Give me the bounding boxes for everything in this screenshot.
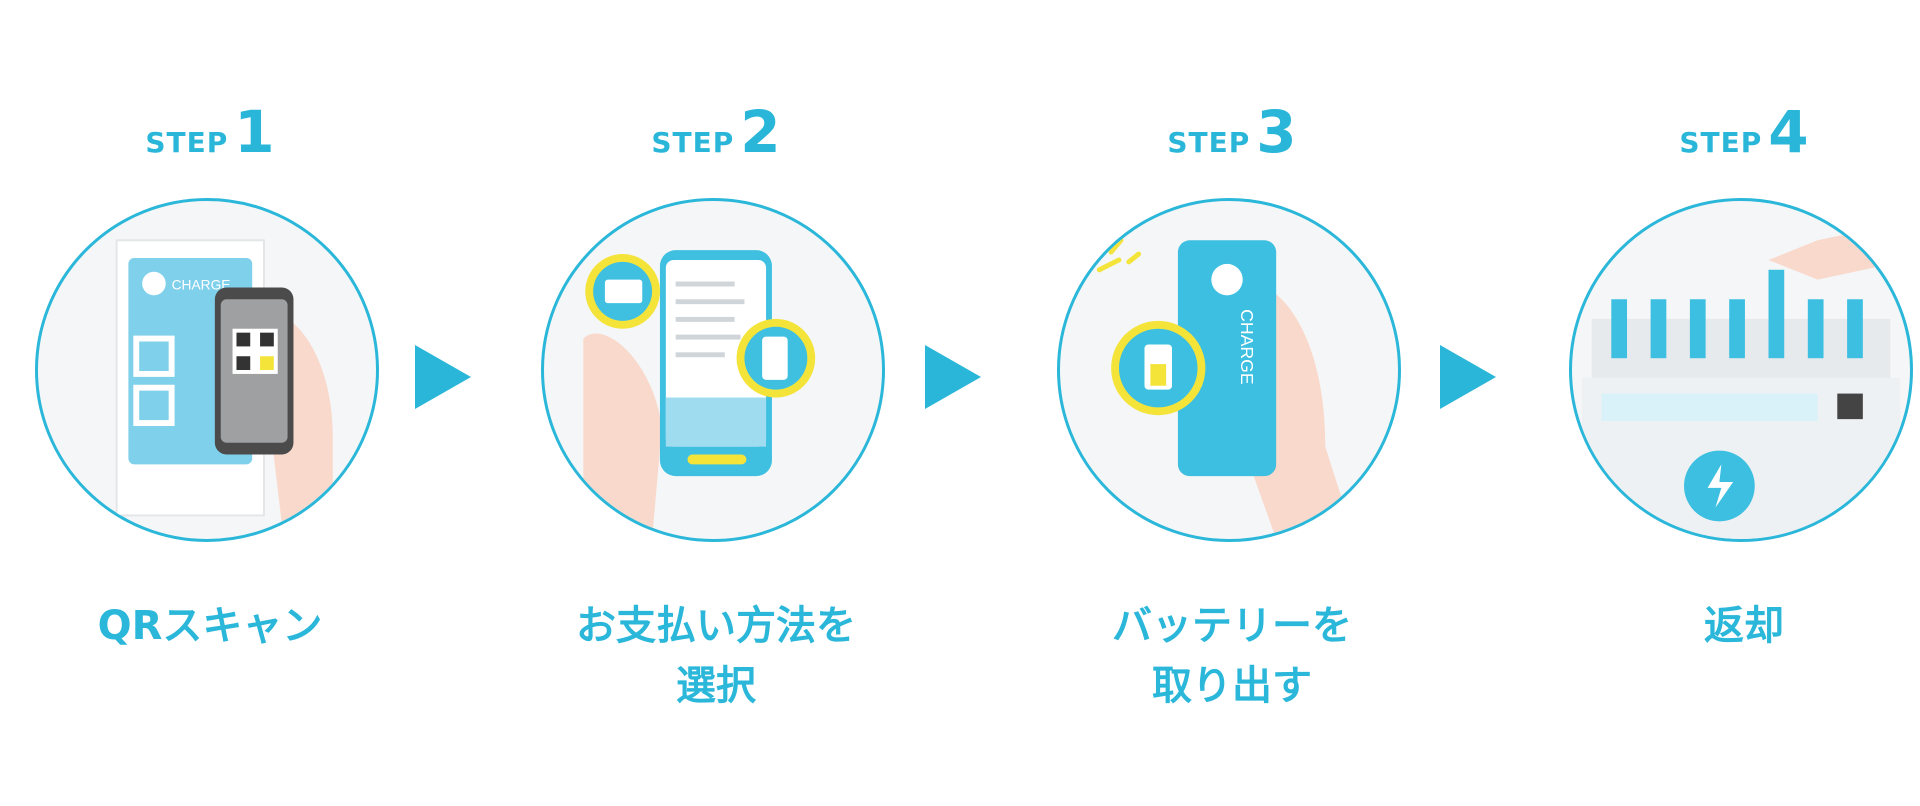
caption-line: 返却 xyxy=(1704,603,1784,649)
caption-line: 選択 xyxy=(676,663,756,709)
step-word: STEP xyxy=(651,126,735,159)
step-caption: 返却 xyxy=(1534,596,1920,656)
step-number: 4 xyxy=(1768,98,1809,166)
step-caption: QRスキャン xyxy=(0,596,420,656)
qr-scan-illustration-icon: CHARGE xyxy=(35,198,379,542)
caption-line: お支払い方法を xyxy=(576,603,856,649)
battery-illustration-icon: CHARGE xyxy=(1057,198,1401,542)
brand-vertical-text: CHARGE xyxy=(1237,309,1257,385)
step-word: STEP xyxy=(1167,126,1251,159)
step-number: 2 xyxy=(740,98,781,166)
payment-illustration-icon xyxy=(541,198,885,542)
step-word: STEP xyxy=(145,126,229,159)
step-number: 3 xyxy=(1256,98,1297,166)
caption-line: バッテリーを xyxy=(1112,603,1352,649)
arrow-right-icon xyxy=(925,345,981,409)
return-station-illustration-icon xyxy=(1569,198,1913,542)
arrow-right-icon xyxy=(415,345,471,409)
brand-text: CHARGE xyxy=(172,277,231,292)
step-caption: お支払い方法を 選択 xyxy=(506,596,926,716)
step-number: 1 xyxy=(234,98,275,166)
step-caption: バッテリーを 取り出す xyxy=(1022,596,1442,716)
arrow-right-icon xyxy=(1440,345,1496,409)
step-word: STEP xyxy=(1679,126,1763,159)
caption-line: 取り出す xyxy=(1152,663,1312,709)
caption-line: QRスキャン xyxy=(97,603,323,649)
